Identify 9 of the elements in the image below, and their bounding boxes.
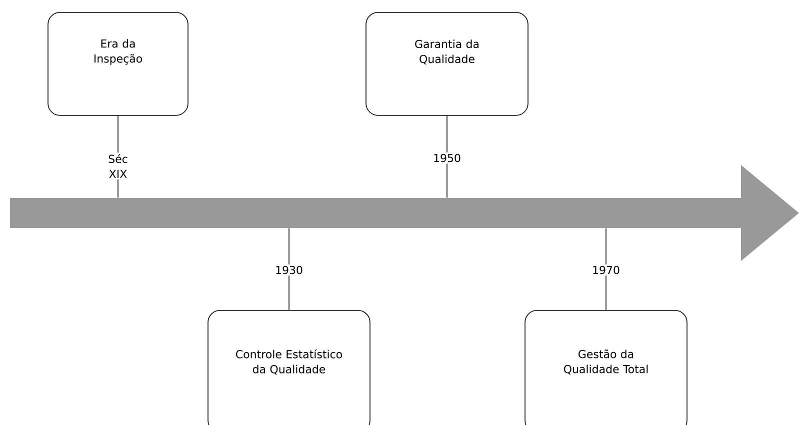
date-label: 1950 — [428, 152, 466, 164]
text-box: Gestão da Qualidade Total — [524, 310, 688, 425]
text-box: Controle Estatístico da Qualidade — [208, 310, 370, 425]
text-box: Garantia da Qualidade — [366, 12, 528, 116]
date-label: 1970 — [588, 264, 625, 276]
text-box: Era da Inspeção — [48, 12, 188, 116]
timeline-arrow — [10, 165, 799, 261]
date-label: Séc XIX — [100, 152, 136, 180]
date-label: 1930 — [270, 264, 308, 276]
